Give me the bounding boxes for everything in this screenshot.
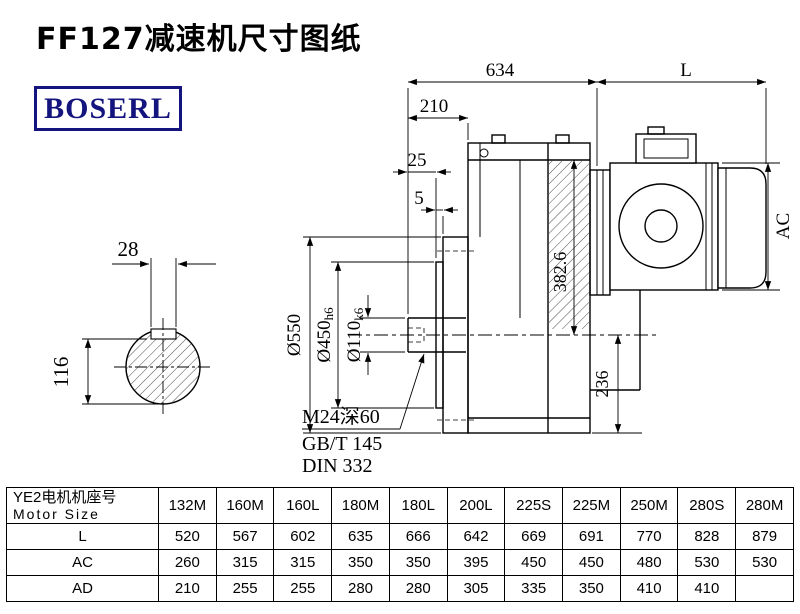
- table-cell: 635: [331, 523, 390, 551]
- table-cell: 602: [273, 523, 333, 551]
- shaft-centerlines: [114, 318, 212, 416]
- dim-28-label: 28: [118, 237, 139, 261]
- table-cell: 666: [388, 523, 448, 551]
- dim-116-label: 116: [49, 357, 73, 388]
- table-cell: 669: [504, 523, 564, 551]
- dim-210-label: 210: [420, 96, 449, 117]
- fan-cover: [717, 167, 767, 289]
- housing-bolt: [491, 134, 506, 144]
- note-din-standard: DIN 332: [302, 455, 373, 477]
- dim-450-main: Ø450: [314, 320, 335, 362]
- col-header: 280S: [677, 486, 737, 525]
- brand-name: BOSERL: [44, 91, 172, 125]
- table-cell: 210: [158, 575, 217, 603]
- table-cell: 879: [735, 523, 794, 551]
- dim-25-label: 25: [408, 150, 427, 171]
- col-header: 180M: [331, 486, 390, 525]
- header-motor-size-cell: YE2电机机座号 Motor Size: [6, 486, 159, 525]
- dim-634-label: 634: [486, 60, 515, 81]
- note-gb-standard: GB/T 145: [302, 433, 382, 455]
- header-cn: YE2电机机座号: [13, 489, 117, 506]
- motor: [589, 126, 767, 296]
- dim-5-label: 5: [414, 188, 424, 209]
- col-header: 200L: [446, 486, 506, 525]
- table-cell: 530: [677, 549, 737, 577]
- brand-logo: BOSERL: [34, 86, 182, 131]
- table-cell: 315: [215, 549, 275, 577]
- keyway-notch: [150, 328, 177, 340]
- col-header: 132M: [158, 486, 217, 525]
- table-cell: 350: [388, 549, 448, 577]
- table-cell: 305: [446, 575, 506, 603]
- dim-450-label: Ø450h6: [314, 307, 336, 363]
- col-header: 160M: [215, 486, 275, 525]
- table-cell: 255: [273, 575, 333, 603]
- main-view-labels: 634 L 210 25 5 AC Ø550 Ø450h6 Ø110k6 382…: [284, 60, 794, 477]
- table-cell: 280: [331, 575, 390, 603]
- lifting-eye: [479, 148, 489, 158]
- table-cell: 350: [331, 549, 390, 577]
- flange-bolt-centerlines: [437, 250, 474, 421]
- gear-housing: [467, 134, 641, 434]
- table-cell: 450: [504, 549, 564, 577]
- table-cell: 770: [619, 523, 679, 551]
- table-cell: 480: [619, 549, 679, 577]
- col-header: 280M: [735, 486, 794, 525]
- terminal-box: [635, 133, 697, 164]
- col-header: 250M: [619, 486, 679, 525]
- main-view-dimension-lines: [302, 78, 780, 434]
- table-cell: 530: [735, 549, 794, 577]
- table-cell: 255: [215, 575, 275, 603]
- dim-L-label: L: [680, 60, 692, 81]
- table-cell: 567: [215, 523, 275, 551]
- table-cell: 350: [562, 575, 621, 603]
- table-header-row: YE2电机机座号 Motor Size 132M 160M 160L 180M …: [6, 486, 794, 525]
- table-cell: 410: [619, 575, 679, 603]
- col-header: 160L: [273, 486, 333, 525]
- table-cell: 520: [158, 523, 217, 551]
- table-cell: 260: [158, 549, 217, 577]
- section-hatch: [549, 161, 589, 329]
- housing-bolt: [555, 134, 570, 144]
- row-label: L: [6, 523, 159, 551]
- left-view-labels: 28 116: [49, 237, 139, 387]
- col-header: 180L: [388, 486, 448, 525]
- reducer-front-view: [348, 126, 767, 434]
- dim-382-label: 382.6: [550, 252, 570, 293]
- table-cell: [735, 575, 794, 603]
- dim-450-tolerance: h6: [321, 307, 336, 321]
- table-cell: 828: [677, 523, 737, 551]
- note-tap-hole: M24深60: [302, 405, 380, 428]
- dim-110-tolerance: k6: [351, 307, 366, 321]
- table-cell: 280: [388, 575, 448, 603]
- table-row-L: L 520 567 602 635 666 642 669 691 770 82…: [6, 523, 794, 551]
- dim-110-main: Ø110: [344, 321, 365, 363]
- motor-shaft-circle: [644, 209, 678, 243]
- left-view-dimension-lines: [82, 258, 216, 405]
- row-label: AC: [6, 549, 159, 577]
- shaft-section-view: [114, 318, 212, 416]
- dim-236-label: 236: [592, 371, 612, 398]
- table-cell: 450: [562, 549, 621, 577]
- dim-550-label: Ø550: [284, 314, 305, 356]
- table-cell: 315: [273, 549, 333, 577]
- dim-AC-label: AC: [773, 213, 794, 239]
- table-cell: 335: [504, 575, 564, 603]
- header-en: Motor Size: [13, 506, 100, 523]
- table-cell: 691: [562, 523, 621, 551]
- col-header: 225S: [504, 486, 564, 525]
- table-row-AC: AC 260 315 315 350 350 395 450 450 480 5…: [6, 549, 794, 577]
- table-cell: 410: [677, 575, 737, 603]
- motor-dimension-table: YE2电机机座号 Motor Size 132M 160M 160L 180M …: [6, 486, 794, 603]
- table-row-AD: AD 210 255 255 280 280 305 335 350 410 4…: [6, 575, 794, 603]
- col-header: 225M: [562, 486, 621, 525]
- table-cell: 395: [446, 549, 506, 577]
- tap-hole-hidden-lines: [408, 327, 425, 343]
- dim-110-label: Ø110k6: [344, 307, 366, 362]
- motor-adapter: [589, 169, 611, 296]
- table-cell: 642: [446, 523, 506, 551]
- page-title: FF127减速机尺寸图纸: [36, 22, 362, 57]
- row-label: AD: [6, 575, 159, 603]
